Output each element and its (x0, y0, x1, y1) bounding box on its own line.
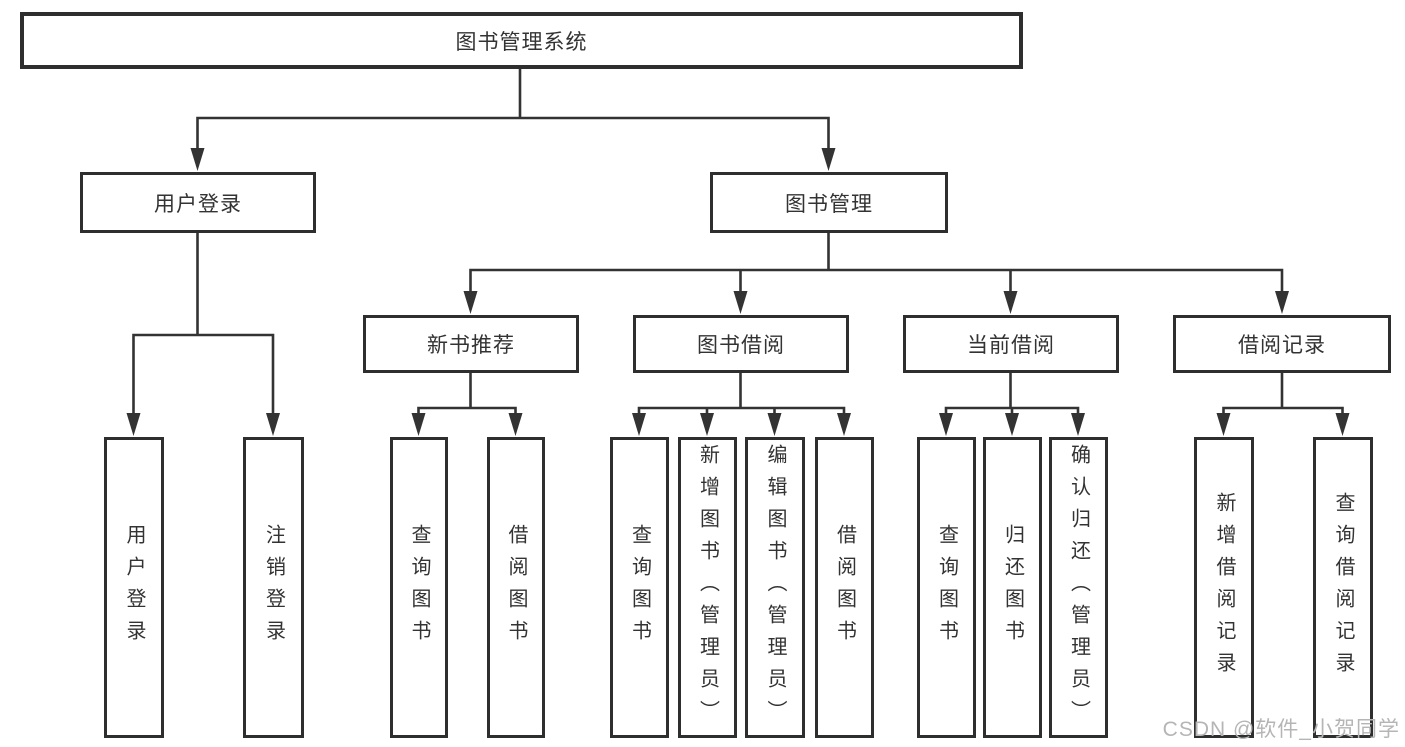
arrowheads (126, 148, 1350, 436)
node-user-login-branch: 用户登录 (80, 172, 316, 233)
node-leaf-cb-return-books-label: 归还图书 (1001, 523, 1024, 652)
node-new-book-recommendation: 新书推荐 (363, 315, 579, 373)
node-book-borrowing-label: 图书借阅 (697, 334, 785, 357)
node-leaf-cb-query-books-label: 查询图书 (935, 523, 958, 652)
node-library-management-system-label: 图书管理系统 (455, 30, 588, 54)
node-leaf-nbr-query-books: 查询图书 (390, 437, 448, 738)
node-leaf-cb-return-books: 归还图书 (983, 437, 1042, 738)
node-leaf-nbr-query-books-label: 查询图书 (408, 523, 430, 652)
node-leaf-bb-edit-books-admin-label: 编辑图书（管理员） (764, 443, 786, 732)
node-borrowing-records-label: 借阅记录 (1238, 334, 1326, 357)
node-book-borrowing: 图书借阅 (633, 315, 849, 373)
connector-current-borrow-to-leaves (944, 371, 1080, 419)
node-new-book-recommendation-label: 新书推荐 (427, 334, 515, 357)
node-current-borrowing-label: 当前借阅 (967, 334, 1055, 357)
node-leaf-bb-query-books-label: 查询图书 (628, 523, 651, 652)
node-leaf-cb-confirm-return-admin-label: 确认归还（管理员） (1067, 443, 1090, 732)
node-leaf-user-login: 用户登录 (104, 437, 164, 738)
node-leaf-bb-borrow-books-label: 借阅图书 (833, 523, 856, 652)
connector-user-login-to-leaves (132, 231, 275, 417)
node-leaf-logout: 注销登录 (243, 437, 304, 738)
node-leaf-bb-edit-books-admin: 编辑图书（管理员） (745, 437, 805, 738)
node-leaf-cb-query-books: 查询图书 (917, 437, 976, 738)
node-leaf-br-add-record-label: 新增借阅记录 (1213, 491, 1235, 684)
connector-book-mgmt-to-level3 (469, 231, 1284, 296)
node-user-login-branch-label: 用户登录 (154, 192, 242, 216)
node-leaf-br-query-record-label: 查询借阅记录 (1332, 491, 1354, 684)
node-leaf-nbr-borrow-books-label: 借阅图书 (505, 523, 527, 652)
connector-borrow-records-to-leaves (1222, 371, 1344, 419)
node-leaf-logout-label: 注销登录 (262, 523, 285, 652)
node-leaf-nbr-borrow-books: 借阅图书 (487, 437, 545, 738)
node-leaf-bb-add-books-admin-label: 新增图书（管理员） (696, 443, 719, 732)
node-leaf-bb-query-books: 查询图书 (610, 437, 669, 738)
node-book-management-branch: 图书管理 (710, 172, 948, 233)
csdn-watermark: CSDN @软件_小贺同学 (1162, 718, 1400, 741)
connector-book-borrow-to-leaves (637, 371, 846, 419)
node-leaf-bb-add-books-admin: 新增图书（管理员） (678, 437, 737, 738)
connector-root-to-level2 (196, 66, 830, 152)
node-leaf-br-query-record: 查询借阅记录 (1313, 437, 1373, 738)
node-leaf-br-add-record: 新增借阅记录 (1194, 437, 1254, 738)
node-leaf-user-login-label: 用户登录 (123, 523, 145, 652)
node-library-management-system: 图书管理系统 (20, 12, 1023, 69)
node-leaf-bb-borrow-books: 借阅图书 (815, 437, 874, 738)
node-leaf-cb-confirm-return-admin: 确认归还（管理员） (1049, 437, 1108, 738)
connector-new-book-rec-to-leaves (417, 371, 517, 419)
node-book-management-branch-label: 图书管理 (785, 192, 873, 216)
node-borrowing-records: 借阅记录 (1173, 315, 1391, 373)
node-current-borrowing: 当前借阅 (903, 315, 1119, 373)
